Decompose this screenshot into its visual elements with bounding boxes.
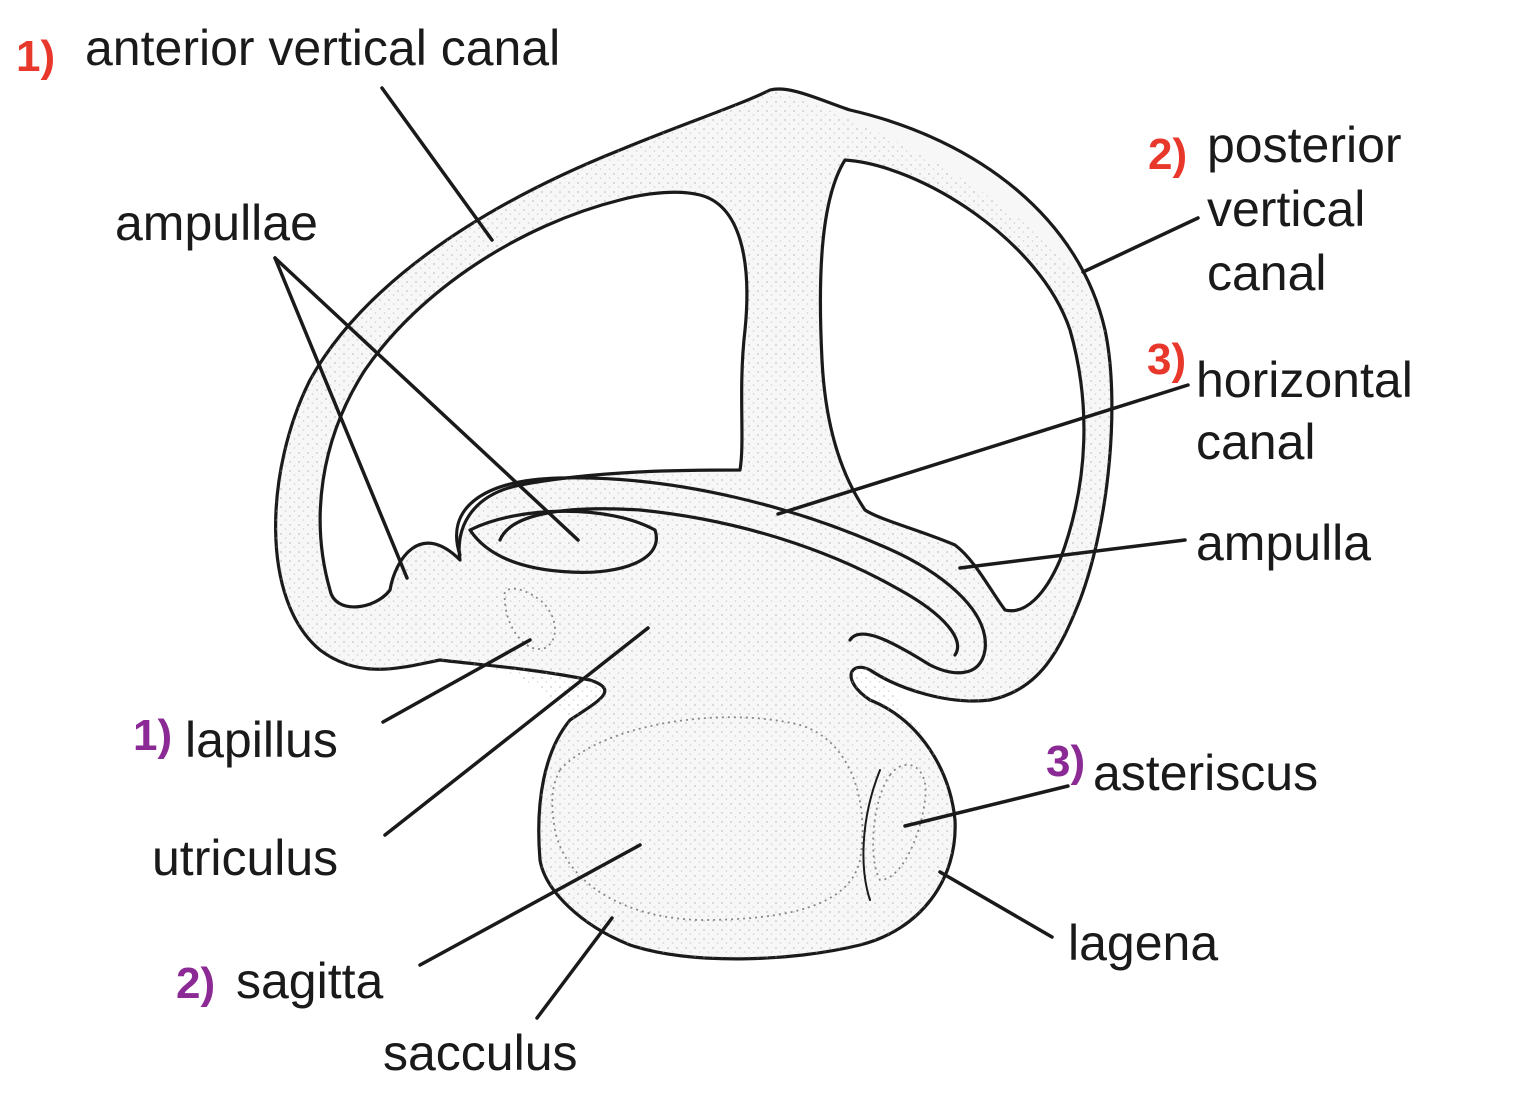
leader-posterior-canal xyxy=(1081,216,1200,274)
leader-ampullae-1 xyxy=(273,256,409,580)
lapillus-otolith xyxy=(503,587,556,650)
leader-ampulla xyxy=(958,538,1187,570)
lagena-boundary xyxy=(862,769,881,901)
label-posterior-line1: posterior xyxy=(1207,117,1402,173)
label-horizontal-line2: canal xyxy=(1196,414,1316,470)
leader-lapillus xyxy=(381,638,532,724)
leader-asteriscus xyxy=(903,784,1070,828)
leader-horizontal-canal xyxy=(776,383,1190,516)
label-ampullae: ampullae xyxy=(115,195,318,251)
number-horizontal: 3) xyxy=(1147,335,1187,384)
label-lapillus: lapillus xyxy=(185,712,338,768)
label-sacculus: sacculus xyxy=(383,1025,578,1081)
leader-utriculus xyxy=(383,626,650,837)
leader-anterior-canal xyxy=(380,86,494,242)
leader-sacculus xyxy=(535,916,614,1020)
label-ampulla: ampulla xyxy=(1196,515,1372,571)
leader-lagena xyxy=(938,870,1054,939)
label-utriculus: utriculus xyxy=(152,830,339,886)
label-asteriscus: asteriscus xyxy=(1093,745,1319,801)
label-lagena: lagena xyxy=(1068,915,1219,971)
number-sagitta: 2) xyxy=(176,959,216,1008)
label-posterior-line3: canal xyxy=(1207,245,1327,301)
label-horizontal-line1: horizontal xyxy=(1196,352,1413,408)
number-posterior: 2) xyxy=(1148,130,1188,179)
number-asteriscus: 3) xyxy=(1046,737,1086,786)
posterior-canal-hole xyxy=(818,158,1086,613)
number-anterior: 1) xyxy=(16,32,56,81)
label-anterior-vertical-canal: anterior vertical canal xyxy=(85,20,561,76)
asteriscus-otolith xyxy=(872,764,927,881)
number-lapillus: 1) xyxy=(133,711,173,760)
horizontal-canal-outer xyxy=(455,476,987,675)
label-sagitta: sagitta xyxy=(236,953,384,1009)
anterior-canal-hole xyxy=(318,190,749,609)
leader-ampullae-2 xyxy=(273,256,580,542)
leader-sagitta xyxy=(418,843,642,967)
label-posterior-line2: vertical xyxy=(1207,181,1366,237)
sagitta-otolith xyxy=(551,716,864,921)
